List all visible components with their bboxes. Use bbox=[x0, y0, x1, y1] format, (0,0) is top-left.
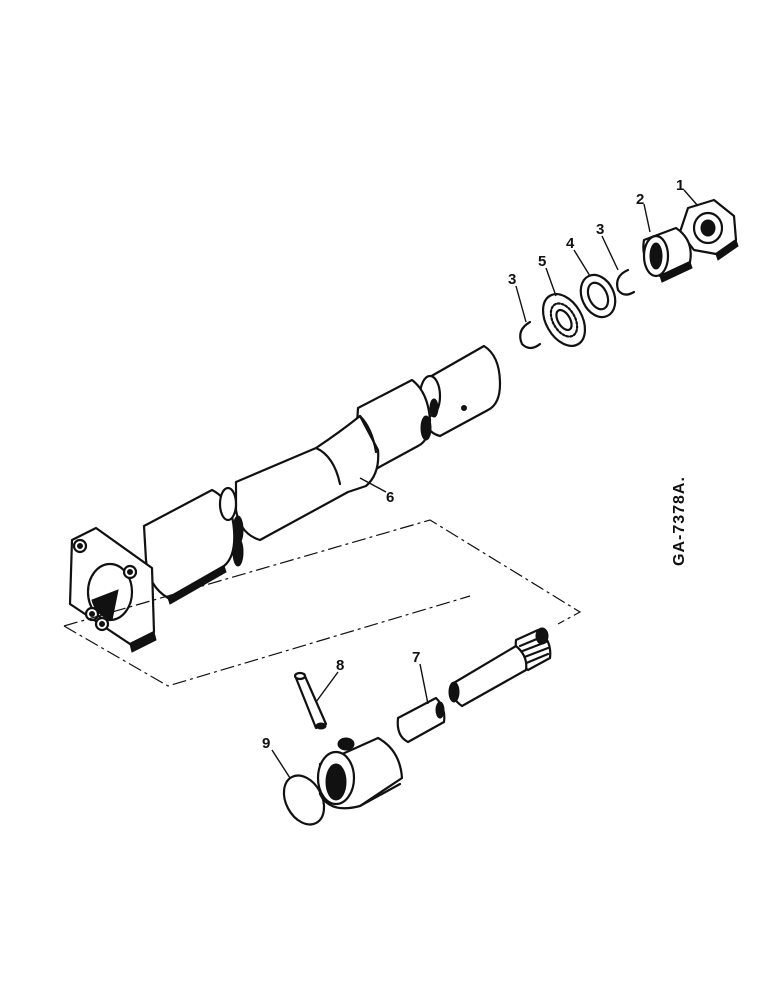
part-6-column-tube bbox=[68, 344, 502, 653]
part-7-shaft-and-yoke bbox=[316, 627, 552, 810]
part-9-o-ring bbox=[282, 774, 326, 826]
callout-7: 7 bbox=[412, 649, 420, 666]
part-3-snap-ring-upper bbox=[616, 268, 636, 296]
figure-code-label: GA-7378A. bbox=[671, 476, 688, 566]
callout-3-lower: 3 bbox=[508, 271, 516, 288]
callout-4: 4 bbox=[566, 235, 575, 252]
part-4-washer bbox=[579, 273, 617, 319]
assembly-center-line-lower bbox=[63, 595, 471, 687]
callout-6: 6 bbox=[386, 489, 394, 506]
callout-1: 1 bbox=[676, 177, 684, 194]
part-1-hex-nut bbox=[678, 198, 739, 261]
part-2-bearing-cup bbox=[642, 226, 693, 283]
part-3-snap-ring-lower bbox=[519, 320, 542, 350]
part-5-ball-bearing bbox=[541, 293, 587, 347]
callout-5: 5 bbox=[538, 253, 546, 270]
callout-8: 8 bbox=[336, 657, 344, 674]
callout-2: 2 bbox=[636, 191, 644, 208]
callout-3-upper: 3 bbox=[596, 221, 604, 238]
assembly-center-line bbox=[63, 519, 582, 627]
leader-lines bbox=[271, 189, 699, 779]
callout-9: 9 bbox=[262, 735, 270, 752]
part-8-roll-pin bbox=[293, 671, 328, 730]
